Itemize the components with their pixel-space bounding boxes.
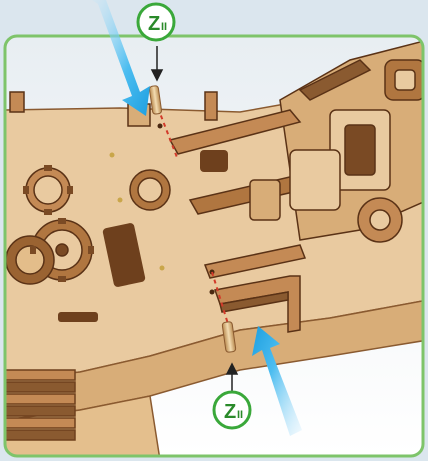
lower-callout-sub: II [237,409,243,421]
illustration-frame [5,36,428,460]
upper-callout-sub: II [161,21,167,33]
upper-callout: Z II [138,4,174,40]
lower-callout: Z II [214,392,250,428]
upper-callout-letter: Z [148,13,160,35]
lower-callout-letter: Z [224,401,236,423]
